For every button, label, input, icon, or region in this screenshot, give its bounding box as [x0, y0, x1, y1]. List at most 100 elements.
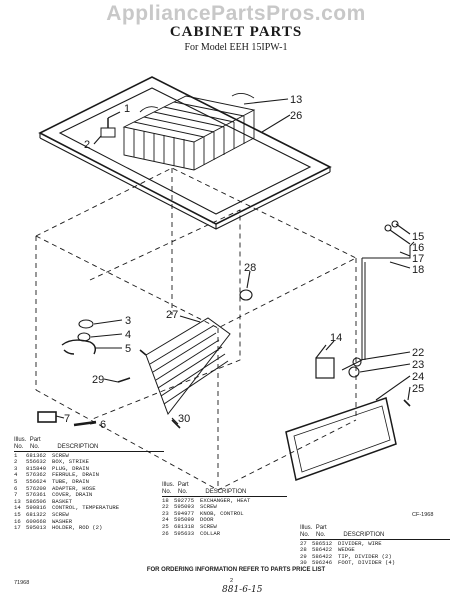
part-number: 556624 — [26, 477, 47, 485]
callout-6: 6 — [100, 419, 106, 431]
item-number: 13 — [14, 497, 21, 505]
callout-18: 18 — [412, 264, 424, 276]
part-number: 592775 — [174, 496, 195, 504]
part-number: 596246 — [312, 559, 333, 567]
cabinet-outline — [35, 167, 357, 491]
callout-24: 24 — [412, 371, 424, 383]
table-2-header: Illus. Part No. No.DESCRIPTION — [162, 482, 287, 497]
header-illus: Illus. — [14, 437, 27, 443]
part-description: FOOT, DIVIDER (4) — [338, 559, 396, 567]
part-number: 576200 — [26, 484, 47, 492]
header-description: DESCRIPTION — [343, 531, 385, 538]
callout-4: 4 — [125, 329, 131, 341]
callout-30: 30 — [178, 413, 190, 425]
part-number: 586506 — [26, 497, 47, 505]
header-description: DESCRIPTION — [205, 488, 247, 495]
item-number: 15 — [14, 510, 21, 518]
part-number: 590816 — [26, 504, 47, 512]
header-no: No. — [14, 443, 24, 450]
part-description: WEDGE — [338, 546, 355, 554]
page-number: 2 — [230, 578, 234, 584]
ordering-info-footer: FOR ORDERING INFORMATION REFER TO PARTS … — [146, 567, 326, 573]
callout-14: 14 — [330, 332, 342, 344]
header-part: Part — [29, 437, 41, 443]
table-3-header: Illus. Part No. No.DESCRIPTION — [300, 525, 450, 540]
part-number: 681318 — [174, 522, 195, 530]
part-description: BASKET — [52, 497, 73, 505]
callout-13: 13 — [290, 94, 302, 106]
part-description: SCREW — [52, 510, 69, 518]
item-number: 5 — [14, 477, 18, 485]
header-part: Part — [177, 482, 189, 488]
part-number: 556632 — [26, 458, 47, 466]
part-number: 576362 — [26, 471, 47, 479]
part-description: DIVIDER, WIRE — [338, 539, 382, 547]
header-illus: Illus. — [162, 482, 175, 488]
item-number: 7 — [14, 491, 18, 499]
item-number: 6 — [14, 484, 18, 492]
item-number: 2 — [14, 458, 18, 466]
callout-22: 22 — [412, 347, 424, 359]
part-number: 586422 — [312, 546, 333, 554]
item-number: 24 — [162, 516, 169, 524]
callout-5: 5 — [125, 343, 131, 355]
callout-26: 26 — [290, 110, 302, 122]
watermark-text: AppliancePartsPros.com — [106, 2, 366, 25]
item-number: 3 — [14, 464, 18, 472]
part-description: ADAPTER, HOSE — [52, 484, 96, 492]
lid-inner — [58, 87, 312, 215]
part-description: BOX, STRIKE — [52, 458, 89, 466]
part-description: EXCHANGER, HEAT — [200, 496, 251, 504]
item-number: 1 — [14, 451, 18, 459]
part-number: 681362 — [26, 451, 47, 459]
item-number: 30 — [300, 559, 307, 567]
callout-3: 3 — [125, 315, 131, 327]
part-number: 586422 — [312, 552, 333, 560]
callout-28: 28 — [244, 262, 256, 274]
item-number: 23 — [162, 509, 169, 517]
part-description: WASHER — [52, 517, 73, 525]
item-number: 25 — [162, 522, 169, 530]
part-number: 681322 — [26, 510, 47, 518]
header-no: No. — [300, 531, 310, 538]
callout-7: 7 — [64, 413, 70, 425]
part-description: TUBE, DRAIN — [52, 477, 89, 485]
item-number: 14 — [14, 504, 21, 512]
document-code: 71968 — [14, 580, 30, 586]
part-description: HOLDER, ROD (2) — [52, 524, 103, 532]
item-number: 29 — [300, 552, 307, 560]
callout-1: 1 — [124, 103, 130, 115]
table-row: 2 556632 BOX, STRIKE — [14, 459, 164, 466]
table-row: 29 586422 TIP, DIVIDER (2) — [300, 552, 450, 561]
header-no-2: No. — [316, 531, 326, 538]
handwritten-note: 881-6-15 — [222, 585, 263, 595]
part-number: 576361 — [26, 491, 47, 499]
part-description: COLLAR — [200, 529, 221, 537]
part-description: TIP, DIVIDER (2) — [338, 552, 392, 560]
part-description: PLUG, DRAIN — [52, 464, 89, 472]
item-number: 26 — [162, 529, 169, 537]
callout-25: 25 — [412, 383, 424, 395]
part-description: CONTROL, TEMPERATURE — [52, 504, 120, 512]
table-row: 30 596246 FOOT, DIVIDER (4) — [300, 560, 450, 567]
table-row: 6 576200 ADAPTER, HOSE — [14, 484, 164, 493]
part-description: SCREW — [200, 503, 217, 511]
callout-23: 23 — [412, 359, 424, 371]
wire-divider — [139, 317, 231, 416]
item-number: 22 — [162, 503, 169, 511]
item-number: 17 — [14, 524, 21, 532]
table-row: 25 681318 SCREW — [162, 522, 287, 531]
part-description: SCREW — [200, 522, 217, 530]
part-number: 594977 — [174, 509, 195, 517]
